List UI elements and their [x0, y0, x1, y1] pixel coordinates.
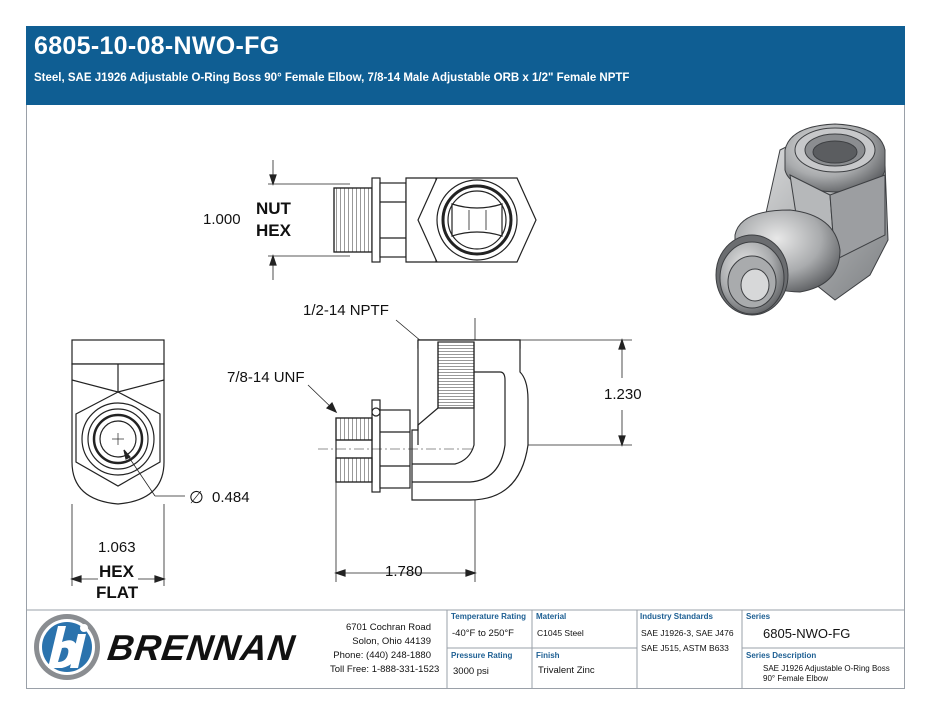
finish-label: Finish — [536, 651, 560, 660]
material-label: Material — [536, 612, 567, 621]
series-description-label: Series Description — [746, 651, 817, 660]
side-view — [70, 339, 185, 586]
pressure-rating-label: Pressure Rating — [451, 651, 513, 660]
industry-standards-line2: SAE J515, ASTM B633 — [641, 643, 729, 653]
nut-hex-label-line2: HEX — [256, 221, 291, 240]
title-banner: 6805-10-08-NWO-FG Steel, SAE J1926 Adjus… — [26, 26, 905, 105]
brennan-wordmark: BRENNAN — [105, 627, 298, 668]
series-label: Series — [746, 612, 771, 621]
height-dimension: 1.230 — [604, 386, 642, 403]
pressure-rating-value: 3000 psi — [453, 666, 489, 677]
hex-flat-label-line1: HEX — [99, 562, 134, 581]
bore-dimension: 0.484 — [212, 489, 250, 506]
temperature-rating-value: -40°F to 250°F — [452, 628, 514, 639]
toll-free-number: Toll Free: 1-888-331-1523 — [330, 664, 440, 675]
series-value: 6805-NWO-FG — [763, 626, 851, 641]
industry-standards-label: Industry Standards — [640, 612, 713, 621]
footer-grid — [26, 609, 905, 689]
brennan-logo-icon — [34, 614, 100, 680]
series-description-line2: 90° Female Elbow — [763, 674, 829, 683]
part-number-title: 6805-10-08-NWO-FG — [34, 32, 280, 60]
fitting-3d-render — [715, 123, 889, 316]
unf-thread-callout: 7/8-14 UNF — [227, 369, 305, 386]
part-description: Steel, SAE J1926 Adjustable O-Ring Boss … — [34, 72, 630, 84]
front-view — [307, 318, 632, 582]
material-value: C1045 Steel — [537, 628, 584, 638]
top-view — [268, 160, 537, 280]
length-dimension: 1.780 — [385, 563, 423, 580]
temperature-rating-label: Temperature Rating — [451, 612, 526, 621]
nut-hex-dimension: 1.000 — [203, 211, 241, 228]
address-line-2: Solon, Ohio 44139 — [352, 636, 431, 647]
finish-value: Trivalent Zinc — [538, 665, 595, 676]
industry-standards-line1: SAE J1926-3, SAE J476 — [641, 628, 734, 638]
company-address: 6701 Cochran Road Solon, Ohio 44139 Phon… — [330, 621, 440, 677]
diameter-symbol: ∅ — [189, 488, 204, 507]
nut-hex-label-line1: NUT — [256, 199, 291, 218]
npt-thread-callout: 1/2-14 NPTF — [303, 302, 389, 319]
hex-flat-label-line2: FLAT — [96, 583, 139, 602]
hex-flat-dimension: 1.063 — [98, 539, 136, 556]
address-line-1: 6701 Cochran Road — [345, 622, 431, 633]
series-description-line1: SAE J1926 Adjustable O-Ring Boss — [763, 664, 890, 673]
phone-number: Phone: (440) 248-1880 — [333, 650, 431, 661]
